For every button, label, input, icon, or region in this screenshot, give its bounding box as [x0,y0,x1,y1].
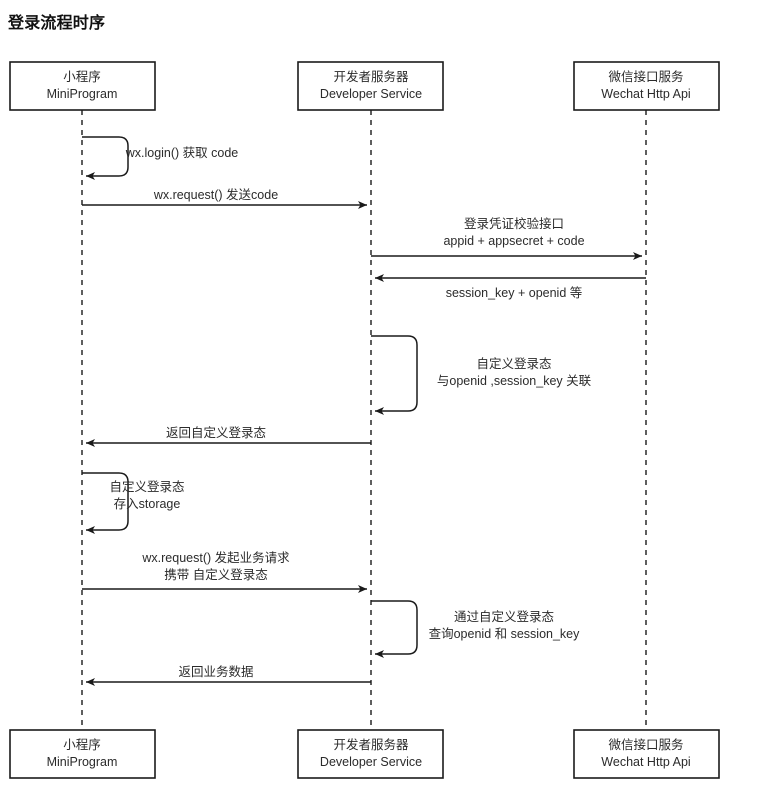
message-label: 自定义登录态 [109,479,184,494]
participants-layer: 小程序 MiniProgram 小程序 MiniProgram 开发者服务器 Develo… [9,61,720,779]
message-label: 返回自定义登录态 [166,425,266,440]
participant-name-en: MiniProgram [47,755,118,769]
participant-box-frame [297,61,444,111]
self-message-arrow [82,472,129,534]
participant-box-dev-bottom[interactable]: 开发者服务器 Developer Service [297,729,444,779]
self-message-arrow [371,335,418,415]
participant-box-frame [573,729,720,779]
participant-name-cn: 小程序 [63,737,101,752]
participant-box-frame [9,61,156,111]
message-label: 携带 自定义登录态 [164,567,267,582]
message-label: 登录凭证校验接口 [464,216,564,231]
participant-box-frame [9,729,156,779]
message-5-return[interactable]: 返回自定义登录态 [86,425,371,447]
participant-box-frame [573,61,720,111]
message-2-call[interactable]: 登录凭证校验接口 appid + appsecret + code [371,216,642,260]
participant-box-dev-top[interactable]: 开发者服务器 Developer Service [297,61,444,111]
page-title: 登录流程时序 [8,15,106,32]
message-label: wx.request() 发送code [153,187,278,202]
participant-name-en: Developer Service [320,755,422,769]
participant-name-cn: 微信接口服务 [608,737,683,752]
message-label: 与openid ,session_key 关联 [437,374,592,388]
participant-name-en: Wechat Http Api [601,87,690,101]
participant-box-mini-bottom[interactable]: 小程序 MiniProgram [9,729,156,779]
participant-name-cn: 小程序 [63,69,101,84]
message-3-return[interactable]: session_key + openid 等 [375,274,646,300]
self-message-arrow [371,600,418,658]
participant-box-api-top[interactable]: 微信接口服务 Wechat Http Api [573,61,720,111]
messages-layer: wx.login() 获取 code wx.request() 发送code 登录凭… [82,136,646,686]
message-1-call[interactable]: wx.request() 发送code [82,187,367,209]
message-label: 返回业务数据 [178,664,253,679]
lifelines-layer [81,110,647,730]
participant-name-en: Developer Service [320,87,422,101]
message-label: appid + appsecret + code [443,234,584,248]
participant-box-mini-top[interactable]: 小程序 MiniProgram [9,61,156,111]
message-9-return[interactable]: 返回业务数据 [86,664,371,686]
message-label: wx.login() 获取 code [125,146,239,160]
participant-box-api-bottom[interactable]: 微信接口服务 Wechat Http Api [573,729,720,779]
participant-name-cn: 开发者服务器 [333,69,409,84]
participant-name-en: Wechat Http Api [601,755,690,769]
participant-name-cn: 微信接口服务 [608,69,683,84]
message-label: 存入storage [114,497,181,511]
participant-name-en: MiniProgram [47,87,118,101]
message-label: 自定义登录态 [476,356,551,371]
participant-name-cn: 开发者服务器 [333,737,409,752]
message-0-self[interactable]: wx.login() 获取 code [82,136,239,180]
self-message-arrow [82,136,129,180]
message-label: wx.request() 发起业务请求 [141,550,290,565]
message-label: session_key + openid 等 [446,285,583,300]
message-label: 查询openid 和 session_key [429,627,581,641]
message-label: 通过自定义登录态 [454,609,554,624]
participant-box-frame [297,729,444,779]
